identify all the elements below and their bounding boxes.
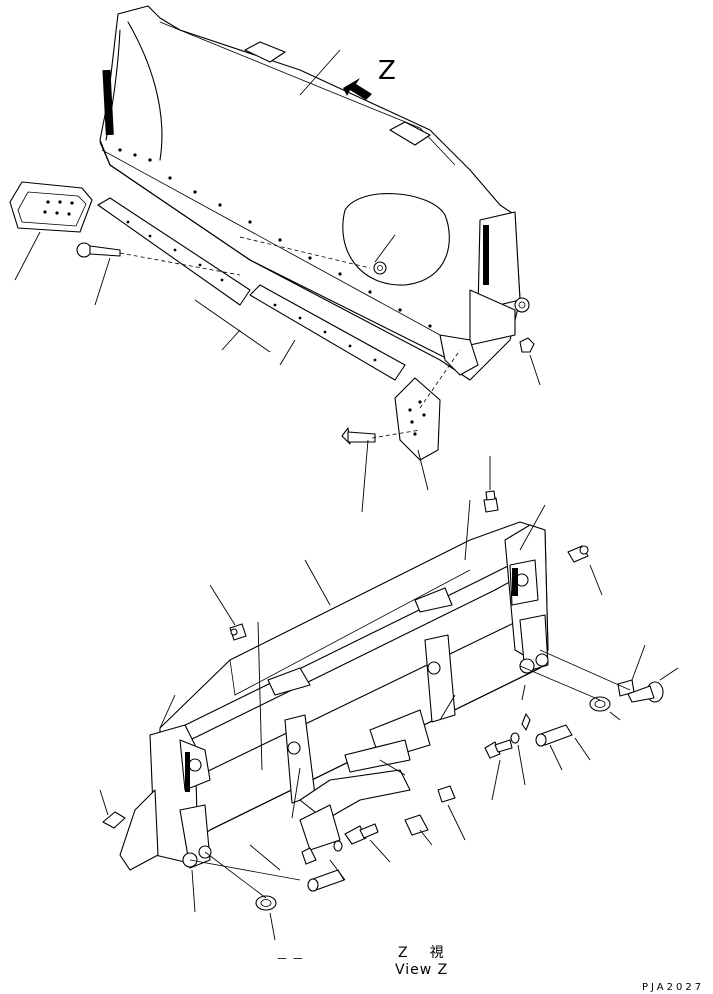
view-caption-jp: Z 視 xyxy=(398,945,448,961)
bushing-right xyxy=(589,696,611,712)
view-letter-label: Z xyxy=(378,56,396,86)
cotter-pin-right xyxy=(521,713,531,731)
grease-fitting-bottom-left xyxy=(102,811,126,829)
leader-lines-upper xyxy=(14,49,541,513)
grease-fitting-left xyxy=(229,623,247,641)
left-end-bit xyxy=(9,181,93,233)
cutting-edge-right xyxy=(249,284,406,381)
blade-assembly xyxy=(99,5,530,381)
frame-assembly xyxy=(119,521,549,871)
plow-bolt xyxy=(76,242,121,258)
leader-lines-lower xyxy=(99,456,679,941)
bolt-left xyxy=(344,823,379,845)
pin-left xyxy=(307,869,345,892)
grease-fitting-mid xyxy=(404,814,429,836)
grease-fitting-center xyxy=(437,785,456,803)
grease-fitting-right xyxy=(567,545,589,563)
bushing-left xyxy=(255,895,277,911)
cutting-edge-left xyxy=(97,197,251,306)
drawing-code: PJA2027 xyxy=(642,982,705,993)
washer-right xyxy=(510,732,520,744)
view-caption-en: View Z xyxy=(395,962,449,978)
bolt-far-right xyxy=(627,681,664,703)
cotter-pin-left xyxy=(301,847,317,865)
bolt-right xyxy=(484,739,513,759)
blade-bolt-holes xyxy=(118,148,432,328)
right-end-bit xyxy=(394,377,441,461)
caption-dash: － － xyxy=(276,952,304,966)
grease-fitting-top xyxy=(483,490,499,513)
nut xyxy=(519,337,535,353)
washer-left xyxy=(333,840,343,852)
pin-right xyxy=(535,724,573,747)
plow-bolt-2 xyxy=(341,427,376,445)
